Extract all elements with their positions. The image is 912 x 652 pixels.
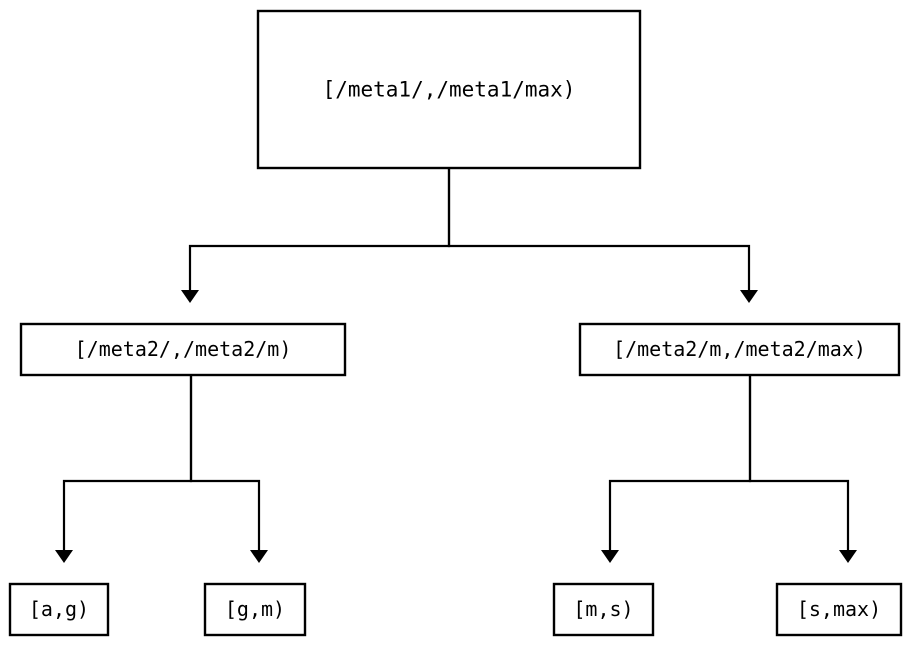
tree-node[interactable]: [/meta2/,/meta2/m): [19, 322, 347, 377]
node-box[interactable]: [203, 582, 307, 637]
edge-path: [62, 375, 193, 552]
node-label: [/meta2/,/meta2/m): [75, 337, 292, 361]
tree-edge: [189, 375, 268, 563]
arrowhead-icon: [601, 550, 619, 563]
tree-edge: [601, 375, 752, 563]
tree-edge: [748, 375, 857, 563]
arrowhead-icon: [181, 290, 199, 303]
tree-node[interactable]: [/meta1/,/meta1/max): [256, 9, 642, 170]
arrowhead-icon: [250, 550, 268, 563]
node-label: [m,s): [573, 597, 633, 621]
edge-path: [608, 375, 752, 552]
node-label: [s,max): [797, 597, 881, 621]
edge-path: [189, 375, 261, 552]
node-label: [/meta1/,/meta1/max): [323, 78, 576, 102]
edges-layer: [55, 168, 857, 563]
node-box[interactable]: [19, 322, 347, 377]
tree-node[interactable]: [m,s): [552, 582, 655, 637]
edge-path: [188, 168, 451, 292]
tree-node[interactable]: [s,max): [775, 582, 903, 637]
node-box[interactable]: [256, 9, 642, 170]
arrowhead-icon: [839, 550, 857, 563]
node-label: [g,m): [225, 597, 285, 621]
node-box[interactable]: [578, 322, 901, 377]
node-box[interactable]: [8, 582, 110, 637]
tree-node[interactable]: [g,m): [203, 582, 307, 637]
tree-edge: [55, 375, 193, 563]
node-label: [/meta2/m,/meta2/max): [613, 337, 866, 361]
edge-path: [447, 168, 751, 292]
tree-node[interactable]: [a,g): [8, 582, 110, 637]
tree-node[interactable]: [/meta2/m,/meta2/max): [578, 322, 901, 377]
nodes-layer: [/meta1/,/meta1/max) [/meta2/,/meta2/m) [/…: [8, 9, 903, 637]
tree-edge: [181, 168, 451, 303]
arrowhead-icon: [740, 290, 758, 303]
tree-edge: [447, 168, 758, 303]
arrowhead-icon: [55, 550, 73, 563]
node-label: [a,g): [29, 597, 89, 621]
edge-path: [748, 375, 850, 552]
node-box[interactable]: [552, 582, 655, 637]
node-box[interactable]: [775, 582, 903, 637]
